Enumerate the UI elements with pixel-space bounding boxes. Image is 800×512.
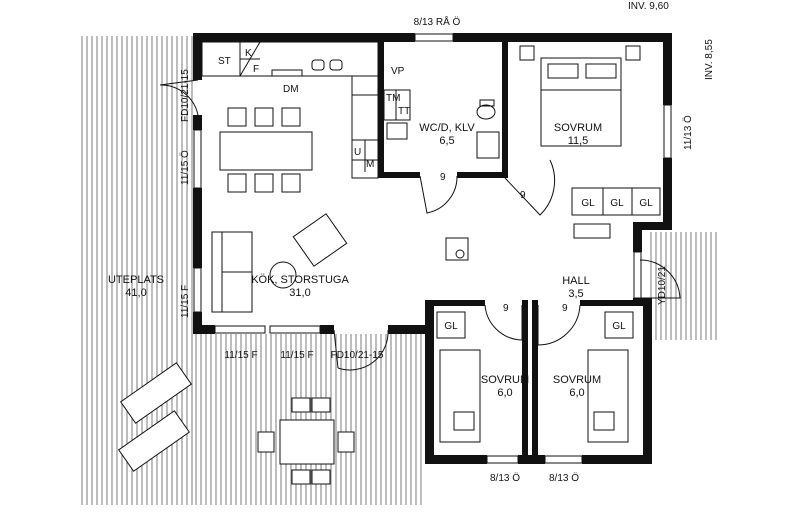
door-width-sovrum3: 9 xyxy=(562,303,568,314)
fixture-gl-2: GL xyxy=(610,198,624,209)
small-bedroom-furniture xyxy=(436,311,634,443)
uteplats-name: UTEPLATS xyxy=(108,274,164,286)
fixture-u: U xyxy=(354,147,361,158)
fixture-tm: TM xyxy=(386,93,400,104)
sovrum2-area: 6,0 xyxy=(497,387,512,399)
fixture-st: ST xyxy=(218,56,231,67)
door-right-yd-label: YD10/21 xyxy=(657,266,668,305)
doors xyxy=(159,79,681,371)
inv-top-label: INV. 9,60 xyxy=(628,1,669,12)
windows xyxy=(193,33,672,464)
sovrum2-name: SOVRUM xyxy=(481,374,529,386)
labels: INV. 9,60 INV. 8,55 KÖK, STORSTUGA 31,0 … xyxy=(108,1,715,484)
wc-name: WC/D, KLV xyxy=(419,122,475,134)
door-width-sovrum2: 9 xyxy=(503,303,509,314)
window-bottom-f1-label: 11/15 F xyxy=(224,350,257,361)
window-top-wc-label: 8/13 RÅ Ö xyxy=(414,15,461,28)
sovrum3-area: 6,0 xyxy=(569,387,584,399)
exterior-walls xyxy=(193,33,672,464)
fixture-gl-3: GL xyxy=(639,198,653,209)
window-right-sovrum-label: 11/13 Ö xyxy=(682,115,694,150)
entrance-deck xyxy=(650,232,717,340)
door-width-sovrum1: 9 xyxy=(520,190,526,201)
fixture-f: F xyxy=(253,64,259,75)
door-bottom-fd-label: FD10/21-15 xyxy=(331,350,384,361)
window-bottom-o1-label: 8/13 Ö xyxy=(490,472,520,484)
sovrum3-name: SOVRUM xyxy=(553,374,601,386)
fixture-k: K xyxy=(245,48,252,59)
fixture-gl-4: GL xyxy=(444,321,458,332)
kitchen-area: 31,0 xyxy=(289,287,310,299)
sovrum1-furniture xyxy=(519,45,661,239)
hall-name: HALL xyxy=(562,275,590,287)
wc-area: 6,5 xyxy=(439,135,454,147)
kitchen-name: KÖK, STORSTUGA xyxy=(251,274,349,286)
inv-right-label: INV. 8,55 xyxy=(704,39,715,80)
fixture-vp: VP xyxy=(391,66,405,77)
interior-walls xyxy=(378,40,642,460)
fixture-dm: DM xyxy=(283,84,299,95)
window-left-lower-label: 11/15 F xyxy=(180,285,191,318)
dining-set xyxy=(219,107,313,193)
outdoor-furniture xyxy=(117,362,355,485)
living-furniture xyxy=(211,213,469,313)
door-width-wc: 9 xyxy=(440,172,446,183)
kitchen-fixtures xyxy=(201,41,500,179)
hall-area: 3,5 xyxy=(568,288,583,300)
uteplats-area: 41,0 xyxy=(125,287,146,299)
fixture-m: M xyxy=(366,159,374,170)
fixture-tt: TT xyxy=(398,106,410,117)
sovrum1-area: 11,5 xyxy=(568,135,589,147)
terrace-deck-left xyxy=(81,36,193,505)
fixture-gl-5: GL xyxy=(612,321,626,332)
sovrum1-name: SOVRUM xyxy=(554,122,602,134)
fixture-gl-1: GL xyxy=(581,198,595,209)
door-left-fd-label: FD10/21-15 xyxy=(180,69,191,122)
window-bottom-o2-label: 8/13 Ö xyxy=(549,472,579,484)
window-bottom-f2-label: 11/15 F xyxy=(280,350,313,361)
window-left-label: 11/15 Ö xyxy=(179,150,191,185)
